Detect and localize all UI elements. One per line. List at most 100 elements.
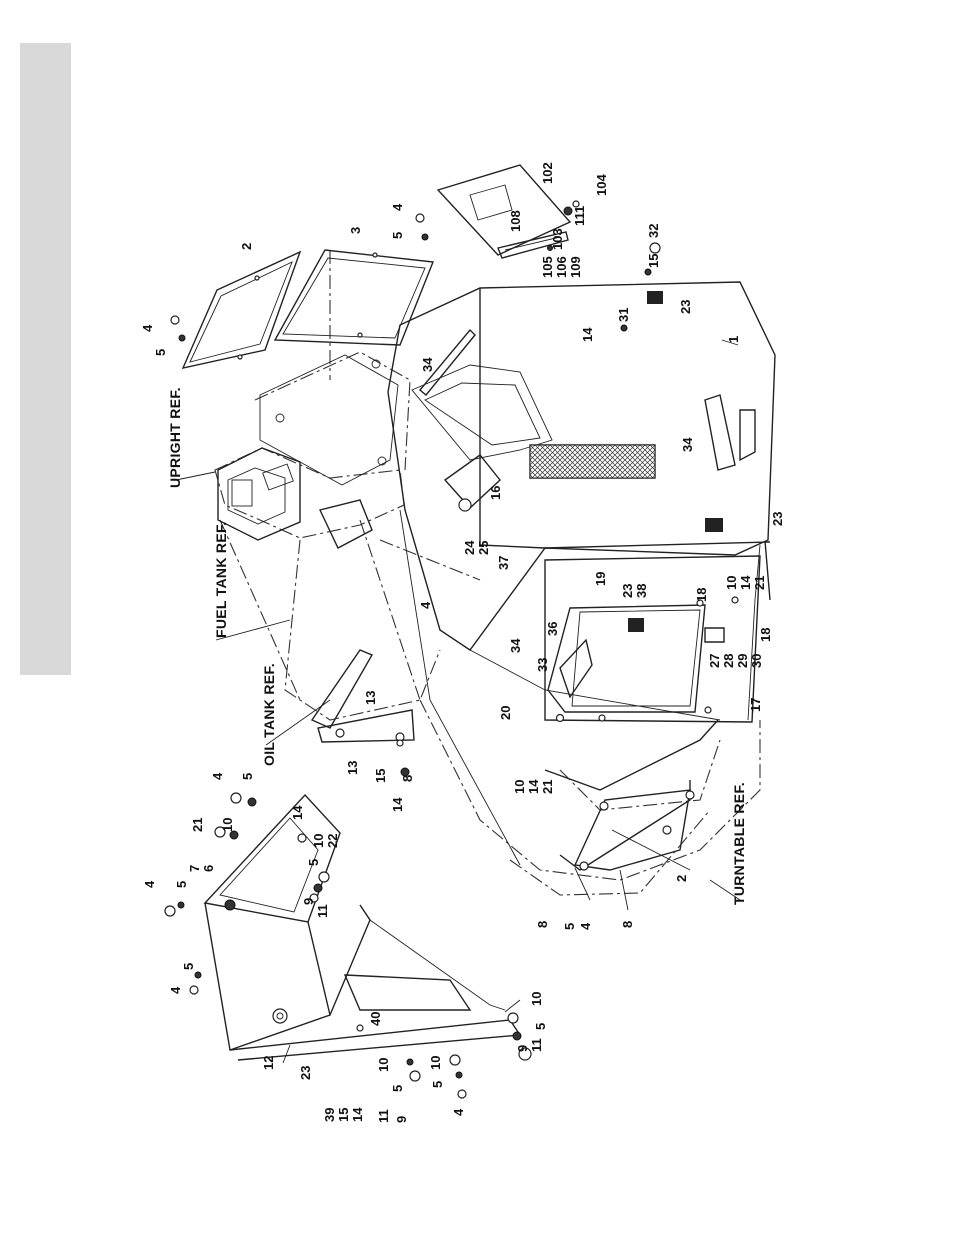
upright-ref-label: UPRIGHT REF. [167, 387, 183, 488]
callout-23-door: 23 [620, 584, 635, 598]
callout-5-end-panel-b: 5 [181, 963, 196, 970]
callout-25: 25 [476, 541, 491, 555]
callout-32: 32 [646, 224, 661, 238]
callout-9-bottom-right: 9 [515, 1045, 530, 1052]
phantom-references [214, 250, 761, 896]
callout-10-door-left: 10 [512, 780, 527, 794]
callout-28: 28 [721, 654, 736, 668]
callout-15-end-panel: 15 [336, 1108, 351, 1122]
callout-9-bottom-left: 9 [394, 1116, 409, 1123]
callout-6: 6 [201, 865, 216, 872]
item-callouts: 1 2 2 3 4 5 4 5 4 4 5 4 5 4 5 4 5 5 4 6 … [140, 162, 785, 1123]
callout-34-right: 34 [680, 437, 695, 452]
leader-lines [175, 339, 741, 1064]
callout-36: 36 [545, 622, 560, 636]
callout-104: 104 [594, 174, 609, 196]
callout-15-shroud: 15 [646, 254, 661, 268]
top-cover-panels [181, 249, 434, 369]
callout-14-shroud: 14 [580, 327, 595, 342]
main-shroud-body [387, 281, 776, 866]
callout-19: 19 [593, 572, 608, 586]
callout-109: 109 [568, 256, 583, 278]
callout-14-end-panel-bottom: 14 [350, 1107, 365, 1122]
callout-12: 12 [261, 1056, 276, 1070]
callout-39: 39 [322, 1108, 337, 1122]
hardware-fasteners [164, 213, 661, 1099]
side-access-door [544, 555, 761, 723]
callout-18-b: 18 [758, 628, 773, 642]
callout-8-turntable-a: 8 [535, 921, 550, 928]
callout-4-turntable: 4 [578, 922, 593, 930]
callout-21-door-left: 21 [540, 780, 555, 794]
callout-103: 103 [550, 228, 565, 250]
callout-2-top: 2 [239, 243, 254, 250]
reference-labels: UPRIGHT REF. FUEL TANK REF. OIL TANK REF… [167, 387, 747, 905]
upright-section [217, 354, 399, 549]
callout-33: 33 [535, 658, 550, 672]
callout-21-end-panel: 21 [190, 818, 205, 832]
callout-40: 40 [368, 1012, 383, 1026]
callout-17: 17 [748, 698, 763, 712]
callout-14-door-right: 14 [738, 575, 753, 590]
callout-4-top-left: 4 [140, 324, 155, 332]
oil-tank-ref-label: OIL TANK REF. [261, 663, 277, 766]
callout-5-end-panel-d: 5 [306, 859, 321, 866]
callout-30: 30 [749, 654, 764, 668]
callout-23-shroud-top: 23 [678, 300, 693, 314]
callout-4-end-panel-b: 4 [168, 986, 183, 994]
callout-14-end-panel: 14 [290, 805, 305, 820]
callout-4-bottom: 4 [451, 1108, 466, 1116]
callout-10-door-right: 10 [724, 576, 739, 590]
turntable-ref-label: TURNTABLE REF. [731, 782, 747, 905]
callout-27: 27 [707, 654, 722, 668]
callout-10-bottom-right-a: 10 [529, 992, 544, 1006]
callout-23-shroud-side: 23 [770, 512, 785, 526]
callout-24: 24 [462, 540, 477, 555]
callout-5-turntable: 5 [562, 923, 577, 930]
callout-22: 22 [325, 834, 340, 848]
callout-20: 20 [498, 706, 513, 720]
callout-5-bottom: 5 [430, 1081, 445, 1088]
callout-4-center: 4 [418, 601, 433, 609]
callout-5-top-right: 5 [390, 232, 405, 239]
callout-105: 105 [540, 256, 555, 278]
callout-2-turntable: 2 [674, 875, 689, 882]
callout-29: 29 [735, 654, 750, 668]
callout-106: 106 [554, 256, 569, 278]
callout-7: 7 [187, 865, 202, 872]
callout-13-b: 13 [345, 761, 360, 775]
callout-5-bottom-left: 5 [390, 1085, 405, 1092]
turntable-shroud [544, 719, 719, 871]
callout-4-end-panel-a: 4 [142, 880, 157, 888]
callout-1: 1 [726, 336, 741, 343]
callout-3: 3 [348, 227, 363, 234]
callout-4-top-right: 4 [390, 203, 405, 211]
callout-18-a: 18 [694, 588, 709, 602]
callout-16: 16 [488, 486, 503, 500]
callout-21-door-right: 21 [752, 576, 767, 590]
callout-34-top: 34 [420, 357, 435, 372]
callout-34-door: 34 [508, 638, 523, 653]
callout-5-top-left: 5 [153, 349, 168, 356]
callout-11-bottom-right: 11 [529, 1038, 544, 1052]
callout-4-end-panel-c: 4 [210, 772, 225, 780]
instrument-panel [436, 164, 580, 259]
fuel-tank-ref-label: FUEL TANK REF. [213, 522, 229, 638]
callout-8-turntable-b: 8 [620, 921, 635, 928]
callout-10-end-panel-b: 10 [311, 834, 326, 848]
callout-14-oil-tank: 14 [390, 797, 405, 812]
callout-23-end-panel: 23 [298, 1066, 313, 1080]
callout-108: 108 [508, 210, 523, 232]
callout-9-end-panel: 9 [301, 898, 316, 905]
callout-111: 111 [572, 206, 587, 226]
callout-15-oil-tank: 15 [373, 769, 388, 783]
page-side-tab [20, 43, 71, 675]
callout-37: 37 [496, 556, 511, 570]
callout-10-end-panel-a: 10 [220, 818, 235, 832]
callout-10-bottom-left: 10 [376, 1058, 391, 1072]
callout-38: 38 [634, 584, 649, 598]
callout-5-end-panel-c: 5 [240, 773, 255, 780]
callout-5-bottom-right: 5 [533, 1023, 548, 1030]
callout-31: 31 [616, 308, 631, 322]
